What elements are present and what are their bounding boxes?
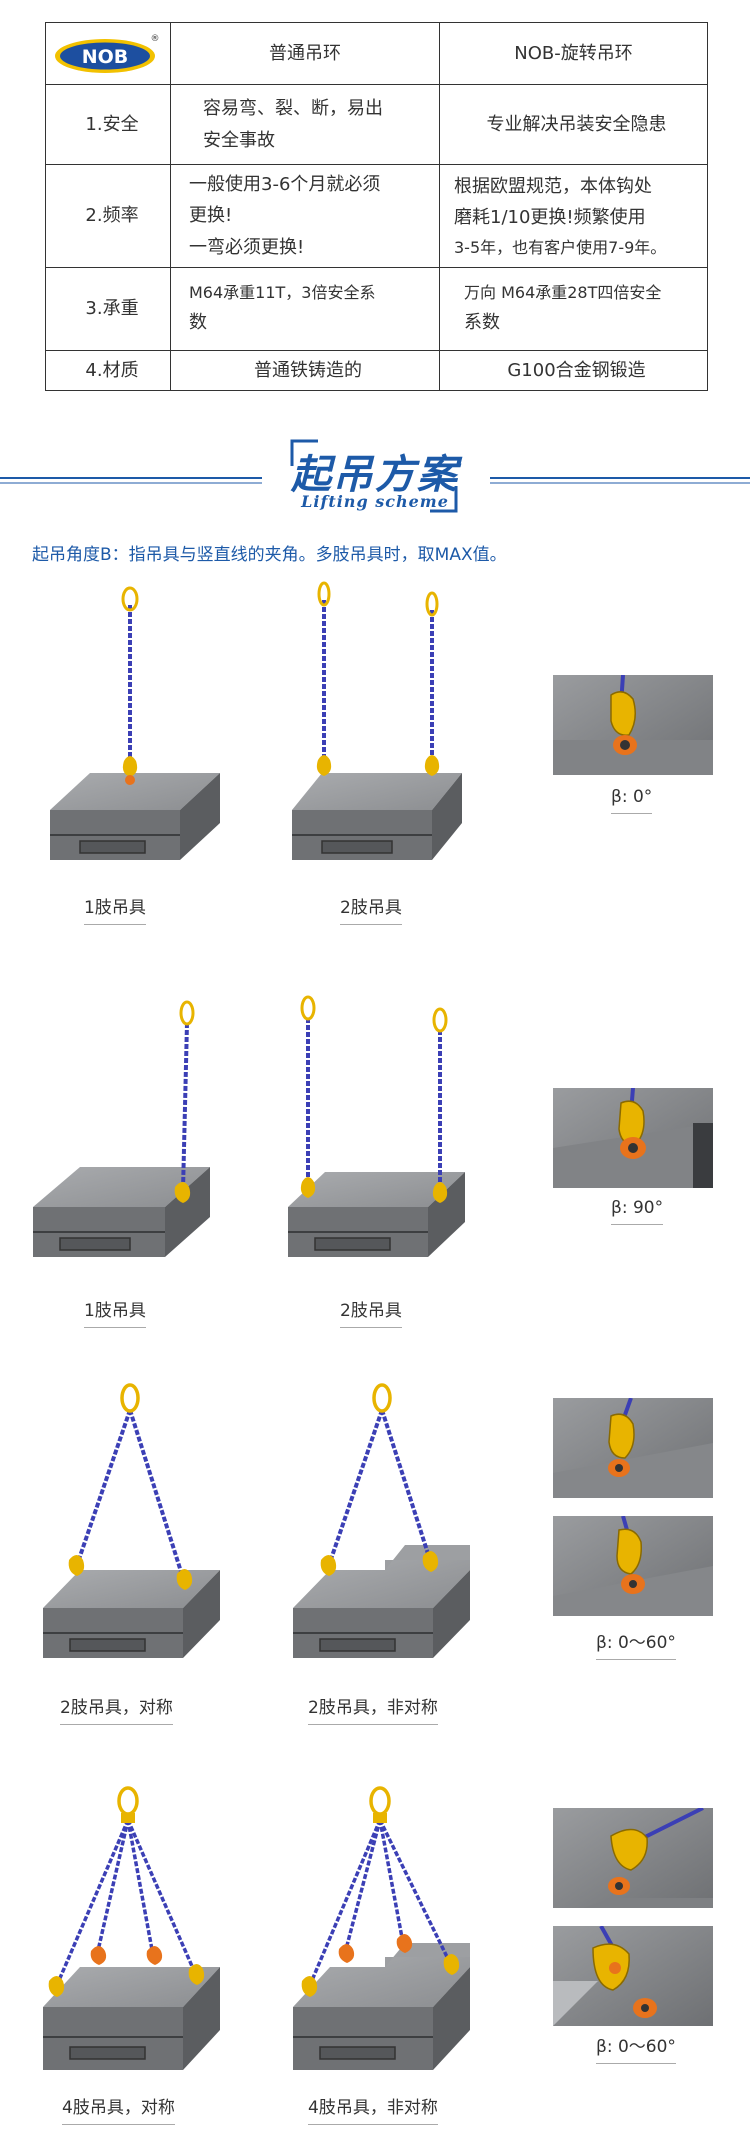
steel-block bbox=[43, 1967, 220, 2070]
chain-icon bbox=[432, 1007, 448, 1203]
normal-cell: 普通铁铸造的 bbox=[170, 350, 440, 391]
normal-cell: 容易弯、裂、断，易出 安全事故 bbox=[170, 84, 440, 165]
nob-cell: 万向 M64承重28T四倍安全 系数 bbox=[439, 267, 708, 351]
chain-icon bbox=[121, 586, 139, 785]
hook-photo bbox=[553, 1516, 713, 1616]
caption: 2肢吊具 bbox=[340, 1296, 402, 1328]
section-title: 起吊方案 Lifting scheme bbox=[0, 436, 750, 516]
hook-photo bbox=[553, 1398, 713, 1498]
steel-block bbox=[33, 1167, 210, 1257]
hook-photo bbox=[553, 675, 713, 775]
section-heading: 起吊方案 bbox=[291, 452, 459, 498]
row-label: 1.安全 bbox=[45, 84, 171, 165]
chain-icon bbox=[320, 1383, 439, 1576]
comparison-table: NOB ® 普通吊环 NOB-旋转吊环 1.安全 容易弯、裂、断，易出 安全事故… bbox=[45, 22, 708, 391]
hook-photo bbox=[553, 1808, 713, 1908]
chain-icon bbox=[301, 1786, 460, 1997]
caption: 2肢吊具，非对称 bbox=[308, 1693, 438, 1725]
svg-text:®: ® bbox=[151, 34, 160, 44]
steel-block bbox=[293, 1545, 470, 1658]
scene-4-leg-symmetric bbox=[43, 1786, 220, 2070]
caption: 4肢吊具，非对称 bbox=[308, 2093, 438, 2125]
nob-cell: G100合金钢锻造 bbox=[439, 350, 708, 391]
nob-cell: 专业解决吊装安全隐患 bbox=[439, 84, 708, 165]
caption: 2肢吊具，对称 bbox=[60, 1693, 173, 1725]
steel-block bbox=[50, 773, 220, 860]
scene-1-leg-vertical bbox=[50, 586, 220, 860]
logo-cell: NOB ® bbox=[45, 22, 171, 85]
caption: 1肢吊具 bbox=[84, 1296, 146, 1328]
nob-cell: 根据欧盟规范，本体钩处 磨耗1/10更换!频繁使用 3-5年，也有客户使用7-9… bbox=[439, 164, 708, 268]
intro-text: 起吊角度B：指吊具与竖直线的夹角。多肢吊具时，取MAX值。 bbox=[32, 545, 507, 565]
caption: 4肢吊具，对称 bbox=[62, 2093, 175, 2125]
chain-icon bbox=[174, 1000, 195, 1203]
steel-block bbox=[288, 1172, 465, 1257]
title-decoration bbox=[0, 439, 750, 513]
chain-icon bbox=[424, 591, 440, 776]
hook-photo bbox=[553, 1088, 713, 1188]
chain-icon bbox=[48, 1786, 205, 1997]
steel-block bbox=[292, 773, 462, 860]
scene-1-leg-angled bbox=[33, 1000, 210, 1257]
chain-icon bbox=[316, 581, 332, 776]
table-row: 1.安全 容易弯、裂、断，易出 安全事故 专业解决吊装安全隐患 bbox=[45, 84, 708, 165]
scene-2-leg-symmetric bbox=[43, 1383, 220, 1658]
scene-2-leg-angled bbox=[288, 995, 465, 1257]
svg-text:NOB: NOB bbox=[82, 46, 129, 68]
steel-block bbox=[293, 1943, 470, 2070]
caption: 2肢吊具 bbox=[340, 893, 402, 925]
beta-label: β: 90° bbox=[611, 1198, 664, 1225]
beta-label: β: 0～60° bbox=[596, 2032, 676, 2064]
section-subheading: Lifting scheme bbox=[301, 492, 449, 511]
scene-2-leg-asymmetric bbox=[293, 1383, 470, 1658]
scene-4-leg-asymmetric bbox=[293, 1786, 470, 2070]
steel-block bbox=[43, 1570, 220, 1658]
table-row: 2.频率 一般使用3-6个月就必须 更换! 一弯必须更换! 根据欧盟规范，本体钩… bbox=[45, 164, 708, 268]
row-label: 3.承重 bbox=[45, 267, 171, 351]
col-header-normal: 普通吊环 bbox=[170, 22, 440, 85]
hook-photo bbox=[553, 1926, 713, 2026]
scene-2-leg-vertical bbox=[292, 581, 462, 860]
table-row: 3.承重 M64承重11T，3倍安全系 数 万向 M64承重28T四倍安全 系数 bbox=[45, 267, 708, 351]
normal-cell: 一般使用3-6个月就必须 更换! 一弯必须更换! bbox=[170, 164, 440, 268]
beta-label: β: 0° bbox=[611, 787, 653, 814]
table-row: 4.材质 普通铁铸造的 G100合金钢锻造 bbox=[45, 350, 708, 391]
chain-icon bbox=[68, 1383, 193, 1590]
col-header-nob: NOB-旋转吊环 bbox=[439, 22, 708, 85]
normal-cell: M64承重11T，3倍安全系 数 bbox=[170, 267, 440, 351]
nob-logo: NOB ® bbox=[55, 34, 160, 73]
row-label: 4.材质 bbox=[45, 350, 171, 391]
beta-label: β: 0～60° bbox=[596, 1628, 676, 1660]
caption: 1肢吊具 bbox=[84, 893, 146, 925]
table-header-row: NOB ® 普通吊环 NOB-旋转吊环 bbox=[45, 22, 708, 85]
row-label: 2.频率 bbox=[45, 164, 171, 268]
chain-icon bbox=[300, 995, 316, 1198]
